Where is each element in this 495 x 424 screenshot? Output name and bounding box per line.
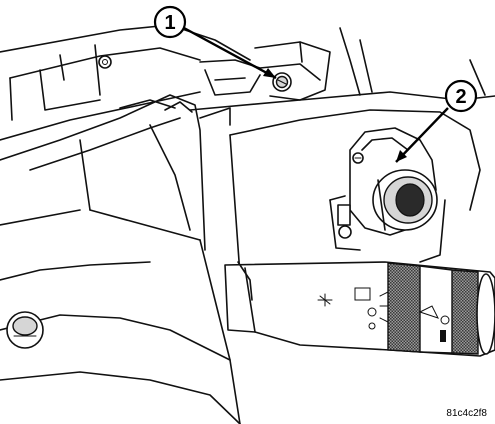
mounting-screw [272,72,292,92]
callout-1: 1 [153,5,187,39]
callout-1-leader [183,26,277,80]
multifunction-stalk [224,261,495,357]
callout-2: 2 [444,79,478,113]
callout-1-label: 1 [164,12,175,34]
instrument-panel-top [189,27,495,126]
callout-2-label: 2 [455,86,466,108]
stalk-symbols [317,287,450,342]
switch-housing [229,109,481,276]
column-shroud [0,239,241,424]
trim-bezel [0,94,206,281]
figure-id: 81c4c2f8 [446,408,487,419]
headlamp-switch [337,127,438,239]
callout-2-leader [395,107,449,163]
